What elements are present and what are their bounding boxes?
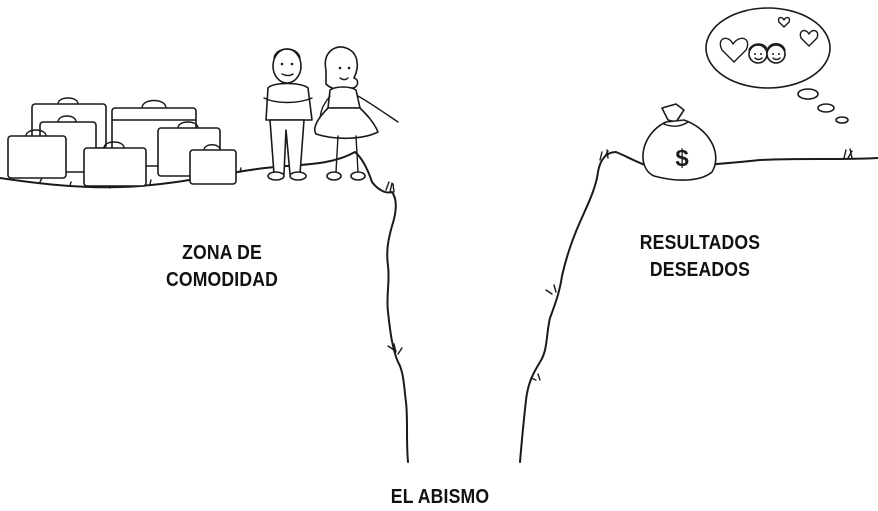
suitcase-icon xyxy=(7,129,67,179)
desired-results-line-2: DESEADOS xyxy=(649,259,751,281)
heart-icon xyxy=(719,37,749,63)
heart-icon xyxy=(799,29,819,47)
thought-bubble-icon xyxy=(705,7,849,124)
dollar-sign: $ xyxy=(675,145,689,172)
heart-icon xyxy=(777,16,791,28)
grass-tuft-icon xyxy=(385,181,395,193)
abyss-label: EL ABISMO xyxy=(370,484,511,511)
desired-results-label: RESULTADOS DESEADOS xyxy=(603,230,797,284)
woman-icon xyxy=(313,46,399,181)
suitcase-icon xyxy=(83,141,147,187)
grass-tuft-icon xyxy=(843,148,853,159)
grass-tuft-icon xyxy=(387,343,403,355)
suitcase-icon xyxy=(189,144,237,185)
desired-results-line-1: RESULTADOS xyxy=(639,232,761,254)
man-icon xyxy=(263,48,313,181)
money-bag-icon: $ xyxy=(642,103,717,181)
comfort-zone-label: ZONA DE COMODIDAD xyxy=(125,240,319,294)
comfort-zone-line-1: ZONA DE xyxy=(182,242,262,264)
grass-tuft-icon xyxy=(599,149,609,161)
left-cliff xyxy=(0,151,409,463)
luggage-pile xyxy=(7,97,237,187)
couple-faces-icon xyxy=(748,43,786,64)
right-cliff xyxy=(519,148,878,463)
comfort-zone-line-2: COMODIDAD xyxy=(165,269,279,291)
abyss-text: EL ABISMO xyxy=(390,486,490,508)
